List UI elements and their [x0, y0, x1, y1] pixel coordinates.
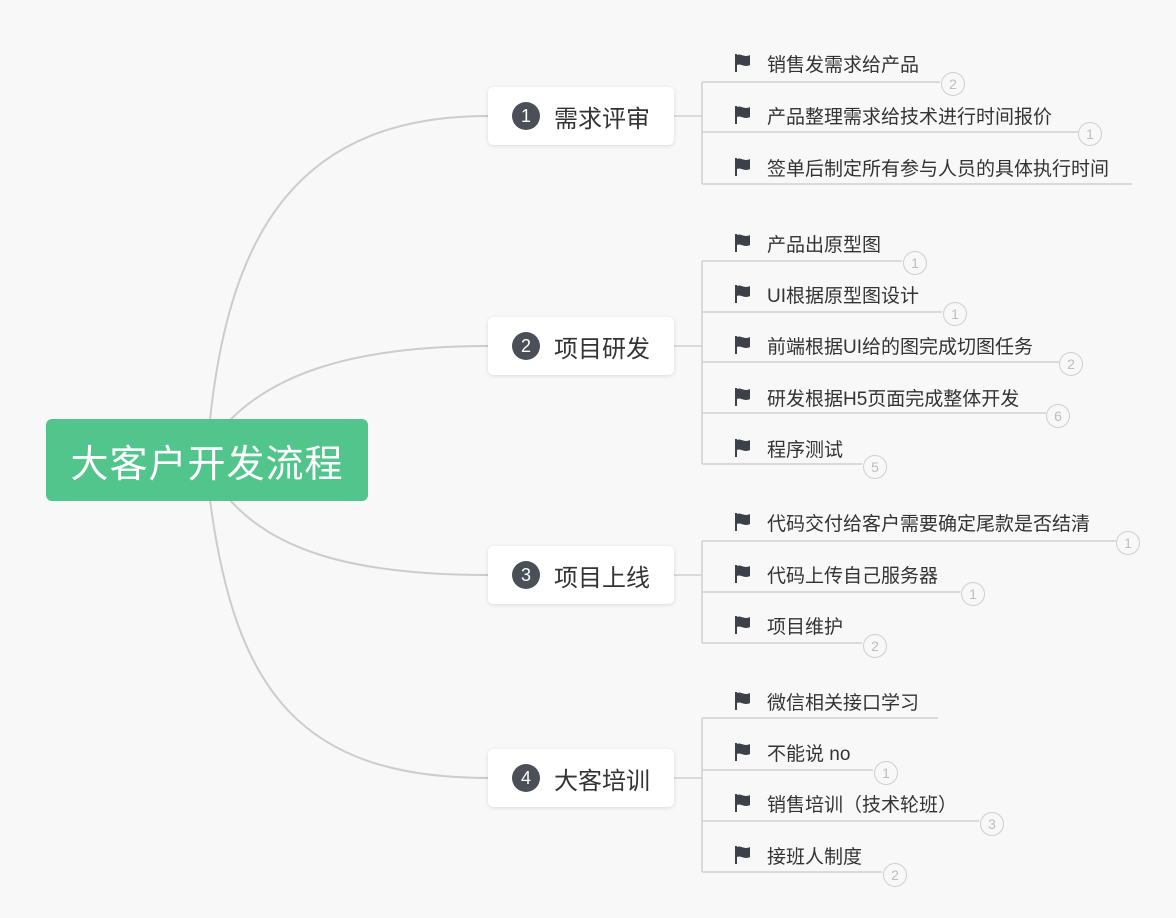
subtopic-count-badge[interactable]: 1 [903, 251, 927, 275]
branch-topic-label: 项目上线 [554, 564, 650, 592]
leaf-topic-label: 销售培训（技术轮班） [767, 794, 958, 816]
leaf-topic-label: 销售发需求给产品 [767, 54, 920, 76]
leaf-topic-1-1[interactable]: 销售发需求给产品 [734, 50, 919, 76]
subtopic-count-badge[interactable]: 2 [883, 863, 907, 887]
flag-icon [735, 846, 750, 864]
leaf-topic-label: UI根据原型图设计 [767, 285, 920, 307]
leaf-topic-4-1[interactable]: 微信相关接口学习 [734, 688, 919, 714]
leaf-topic-3-1[interactable]: 代码交付给客户需要确定尾款是否结清 [734, 509, 1090, 535]
leaf-topic-1-3[interactable]: 签单后制定所有参与人员的具体执行时间 [734, 154, 1109, 180]
branch-topic-label: 项目研发 [554, 335, 650, 363]
flag-icon [735, 285, 750, 303]
leaf-topic-label: 前端根据UI给的图完成切图任务 [767, 336, 1034, 358]
subtopic-count-badge[interactable]: 3 [980, 812, 1004, 836]
leaf-topic-4-2[interactable]: 不能说 no [734, 739, 850, 765]
root-topic[interactable]: 大客户开发流程 [46, 419, 368, 501]
flag-icon [735, 106, 750, 124]
flag-icon [735, 336, 750, 354]
branch-topic-3[interactable]: 3 项目上线 [488, 546, 674, 604]
leaf-topic-2-3[interactable]: 前端根据UI给的图完成切图任务 [734, 332, 1033, 358]
flag-icon [735, 692, 750, 710]
leaf-topic-label: 签单后制定所有参与人员的具体执行时间 [767, 158, 1110, 180]
leaf-topic-label: 项目维护 [767, 616, 844, 638]
subtopic-count-badge[interactable]: 2 [941, 72, 965, 96]
leaf-topic-label: 不能说 no [767, 743, 851, 765]
flag-icon [735, 158, 750, 176]
leaf-topic-2-5[interactable]: 程序测试 [734, 435, 843, 461]
flag-icon [735, 565, 750, 583]
leaf-topic-3-3[interactable]: 项目维护 [734, 612, 843, 638]
subtopic-count-badge[interactable]: 2 [863, 634, 887, 658]
subtopic-count-badge[interactable]: 6 [1046, 404, 1070, 428]
leaf-topic-label: 研发根据H5页面完成整体开发 [767, 388, 1020, 410]
leaf-topic-label: 代码上传自己服务器 [767, 565, 939, 587]
connector-root-branch-3 [229, 499, 489, 576]
leaf-topic-label: 产品出原型图 [767, 234, 882, 256]
leaf-topic-label: 程序测试 [767, 439, 844, 461]
flag-icon [735, 513, 750, 531]
leaf-topic-label: 接班人制度 [767, 846, 863, 868]
flag-icon [735, 54, 750, 72]
subtopic-count-badge[interactable]: 1 [1116, 531, 1140, 555]
leaf-topic-label: 代码交付给客户需要确定尾款是否结清 [767, 513, 1091, 535]
connector-root-branch-1 [209, 115, 489, 421]
connector-root-branch-4 [209, 499, 489, 779]
leaf-topic-1-2[interactable]: 产品整理需求给技术进行时间报价 [734, 102, 1052, 128]
flag-icon [735, 794, 750, 812]
branch-topic-label: 需求评审 [554, 105, 650, 133]
subtopic-count-badge[interactable]: 5 [863, 455, 887, 479]
branch-number-badge: 2 [512, 332, 540, 360]
leaf-topic-4-3[interactable]: 销售培训（技术轮班） [734, 790, 957, 816]
branch-number-badge: 1 [512, 102, 540, 130]
leaf-topic-label: 产品整理需求给技术进行时间报价 [767, 106, 1053, 128]
branch-topic-4[interactable]: 4 大客培训 [488, 749, 674, 807]
leaf-topic-3-2[interactable]: 代码上传自己服务器 [734, 561, 938, 587]
leaf-topic-label: 微信相关接口学习 [767, 692, 920, 714]
connector-root-branch-2 [229, 345, 489, 421]
leaf-topic-2-4[interactable]: 研发根据H5页面完成整体开发 [734, 384, 1019, 410]
subtopic-count-badge[interactable]: 1 [961, 582, 985, 606]
leaf-topic-2-2[interactable]: UI根据原型图设计 [734, 281, 919, 307]
branch-topic-1[interactable]: 1 需求评审 [488, 87, 674, 145]
flag-icon [735, 388, 750, 406]
subtopic-count-badge[interactable]: 1 [943, 302, 967, 326]
flag-icon [735, 234, 750, 252]
leaf-topic-4-4[interactable]: 接班人制度 [734, 842, 862, 868]
subtopic-count-badge[interactable]: 1 [1078, 122, 1102, 146]
subtopic-count-badge[interactable]: 2 [1059, 352, 1083, 376]
subtopic-count-badge[interactable]: 1 [874, 761, 898, 785]
flag-icon [735, 743, 750, 761]
root-topic-label: 大客户开发流程 [70, 443, 344, 486]
branch-topic-2[interactable]: 2 项目研发 [488, 317, 674, 375]
flag-icon [735, 439, 750, 457]
flag-icon [735, 616, 750, 634]
branch-number-badge: 4 [512, 764, 540, 792]
leaf-topic-2-1[interactable]: 产品出原型图 [734, 230, 881, 256]
branch-topic-label: 大客培训 [554, 767, 650, 795]
branch-number-badge: 3 [512, 561, 540, 589]
